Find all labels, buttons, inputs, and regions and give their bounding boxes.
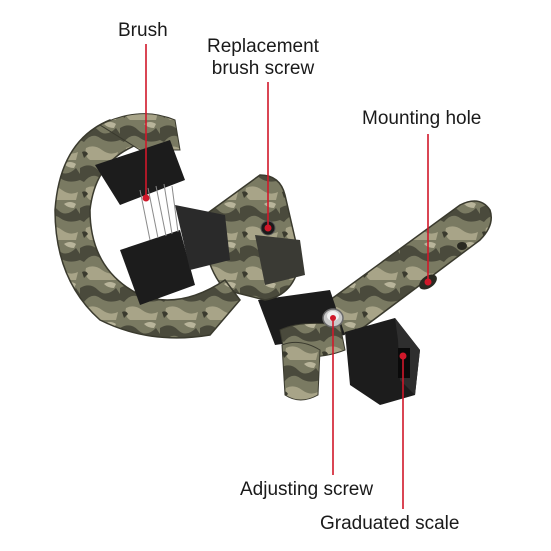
mounting-hole-pointer-dot — [424, 278, 432, 286]
replacement-label-line1: Replacement — [207, 36, 319, 57]
center-body — [203, 174, 305, 301]
leader-lines — [145, 44, 429, 509]
replacement-screw-pointer-dot — [264, 224, 272, 232]
graduated-scale-label: Graduated scale — [320, 513, 460, 534]
mounting-bracket — [329, 200, 492, 335]
adjusting-screw-pointer-dot — [330, 315, 336, 321]
adjusting-screw-label: Adjusting screw — [240, 479, 374, 500]
brush-assembly — [95, 140, 230, 305]
brush-label: Brush — [118, 20, 168, 41]
brush-pointer-dot — [142, 194, 150, 202]
mounting-hole-label: Mounting hole — [362, 108, 482, 129]
graduated-scale-block — [345, 318, 420, 405]
replacement-brush-screw-label: Replacement brush screw — [196, 36, 330, 80]
ring-housing — [54, 113, 241, 339]
replacement-label-line2: brush screw — [211, 58, 315, 79]
graduated-scale-pointer-dot — [399, 352, 407, 360]
